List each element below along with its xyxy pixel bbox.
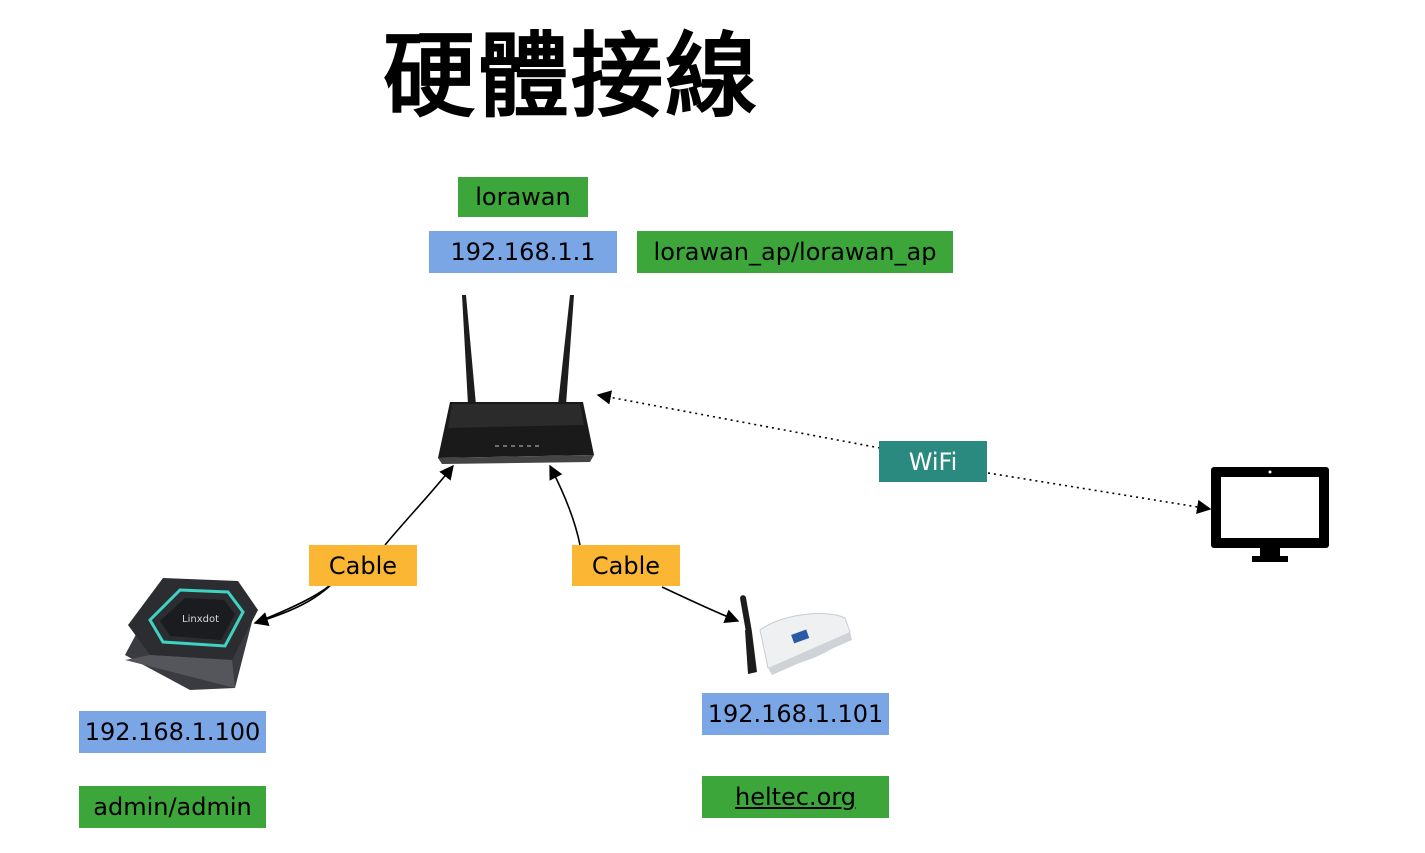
router-name-label: lorawan (458, 177, 588, 217)
router-wifi-credentials: lorawan_ap/lorawan_ap (637, 231, 953, 273)
gateway-right-ip: 192.168.1.101 (702, 693, 889, 735)
cable-right-label: Cable (572, 545, 680, 586)
cable-left-label: Cable (309, 545, 417, 586)
gateway-brand-text: Linxdot (182, 614, 219, 625)
router-ip-label: 192.168.1.1 (429, 231, 617, 273)
gateway-left-ip: 192.168.1.100 (79, 711, 266, 753)
page-title: 硬體接線 (383, 23, 760, 130)
cable-right-line (549, 464, 581, 546)
gateway-left-credentials: admin/admin (79, 786, 266, 828)
heltec-link[interactable]: heltec.org (734, 783, 856, 811)
wifi-label: WiFi (879, 441, 987, 482)
gateway-right-credentials[interactable]: heltec.org (702, 776, 889, 818)
